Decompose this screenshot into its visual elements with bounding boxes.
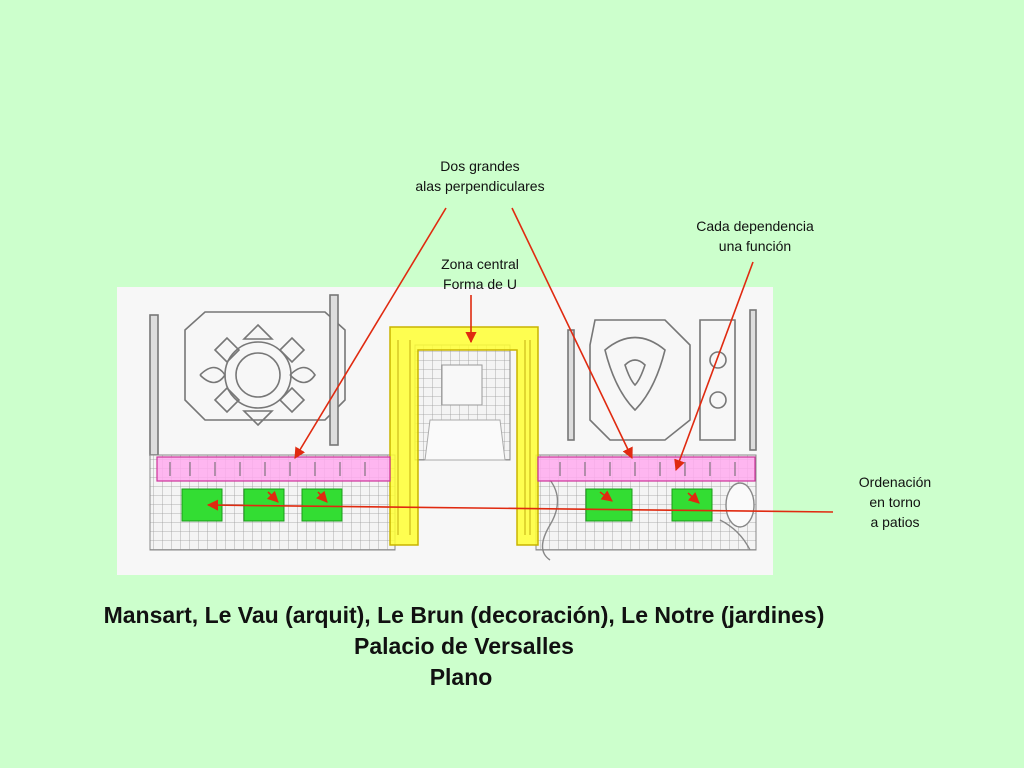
label-zona-central-line1: Zona central — [441, 256, 519, 272]
left-wing-highlight — [156, 456, 391, 482]
patio-3 — [301, 488, 343, 522]
label-ordenacion-line3: a patios — [870, 514, 920, 530]
label-ordenacion: Ordenación en torno a patios — [840, 472, 950, 532]
caption-title: Palacio de Versalles — [354, 633, 574, 659]
right-wing-highlight — [537, 456, 756, 482]
label-dos-grandes-line2: alas perpendiculares — [415, 178, 545, 194]
caption-subtitle: Plano — [429, 664, 493, 690]
label-cada-dependencia-line2: una función — [718, 238, 792, 254]
label-zona-central: Zona central Forma de U — [420, 254, 540, 294]
label-dos-grandes-line1: Dos grandes — [440, 158, 520, 174]
label-dos-grandes: Dos grandes alas perpendiculares — [380, 156, 580, 196]
label-zona-central-line2: Forma de U — [443, 276, 517, 292]
label-cada-dependencia-line1: Cada dependencia — [696, 218, 814, 234]
central-court — [414, 344, 511, 461]
caption-authors: Mansart, Le Vau (arquit), Le Brun (decor… — [103, 602, 825, 628]
label-cada-dependencia: Cada dependencia una función — [670, 216, 840, 256]
patio-4 — [585, 488, 633, 522]
patio-1 — [181, 488, 223, 522]
patio-2 — [243, 488, 285, 522]
patio-5 — [671, 488, 713, 522]
label-ordenacion-line2: en torno — [869, 494, 921, 510]
label-ordenacion-line1: Ordenación — [858, 474, 932, 490]
